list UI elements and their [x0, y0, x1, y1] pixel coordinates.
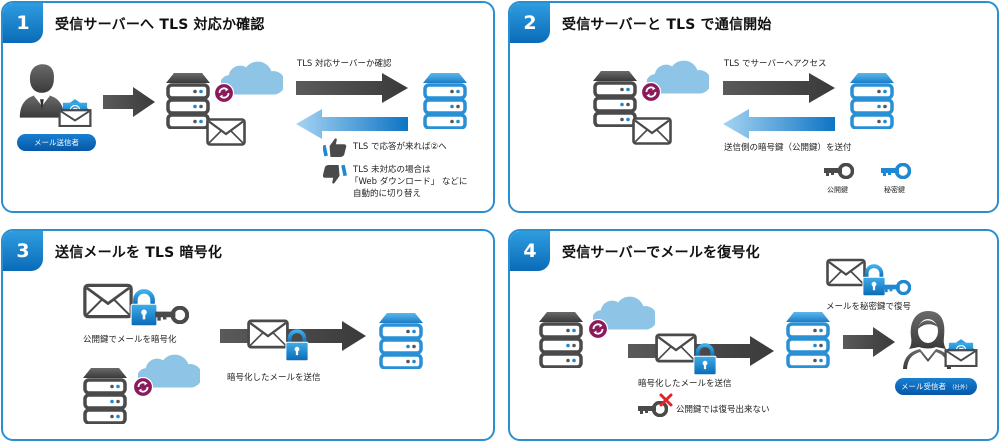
- sync-icon: [588, 319, 608, 339]
- lock-icon: [130, 289, 158, 326]
- arrow-right-dark: [628, 336, 774, 366]
- decrypt-label: メールを秘密鍵で復号: [826, 302, 912, 312]
- server-icon-receiver: [423, 73, 467, 129]
- email-at-icon: [58, 99, 92, 127]
- receiver-label-text: メール受信者: [900, 382, 946, 391]
- arrow-right: [843, 327, 895, 357]
- server-icon-receiver: [850, 73, 894, 129]
- server-icon: [166, 73, 210, 129]
- note-tls-ng-line3: 自動的に切り替え: [353, 189, 422, 199]
- arrow-label-check: TLS 対応サーバーか確認: [297, 59, 392, 69]
- server-icon: [83, 368, 127, 424]
- envelope-icon: [632, 117, 672, 145]
- arrow-left-blue: [296, 109, 408, 139]
- receiver-label-note: （社外）: [948, 384, 971, 391]
- envelope-icon-encrypted: [655, 333, 697, 363]
- envelope-icon-encrypted: [247, 319, 289, 349]
- envelope-icon: [826, 258, 866, 287]
- lock-icon: [285, 329, 309, 361]
- return-label-key: 送信側の暗号鍵（公開鍵）を送付: [724, 143, 852, 153]
- receiver-label: メール受信者（社外）: [895, 378, 977, 395]
- send-encrypted-label: 暗号化したメールを送信: [638, 379, 732, 389]
- server-icon: [539, 312, 583, 368]
- sender-label: メール送信者: [17, 134, 96, 151]
- note-tls-ok: TLS で応答が来れば②へ: [353, 142, 447, 152]
- step-title: 受信サーバーでメールを復号化: [562, 245, 760, 261]
- step-number-badge: 2: [510, 3, 550, 43]
- arrow-left-blue: [723, 109, 835, 139]
- sync-icon: [214, 83, 234, 103]
- step-panel-4: 4 受信サーバーでメールを復号化 暗号化したメールを送信 公開鍵では復号出来ない…: [508, 229, 999, 441]
- email-at-icon: [944, 339, 978, 367]
- arrow-right-dark: [296, 73, 408, 103]
- note-tls-ng-line2: 「Web ダウンロード」 などに: [350, 177, 468, 187]
- public-key-label: 公開鍵: [827, 186, 848, 194]
- thumbs-down-icon: [323, 165, 347, 185]
- step-number-badge: 4: [510, 231, 550, 271]
- step-title: 送信メールを TLS 暗号化: [55, 245, 223, 261]
- note-tls-ng-line1: TLS 未対応の場合は: [353, 165, 431, 175]
- arrow-right-dark: [220, 321, 366, 351]
- arrow-right: [103, 87, 155, 117]
- public-key-icon: [824, 163, 854, 179]
- send-encrypted-label: 暗号化したメールを送信: [227, 373, 321, 383]
- sync-icon: [641, 82, 661, 102]
- step-panel-3: 3 送信メールを TLS 暗号化 公開鍵でメールを暗号化 暗号化したメールを送信: [1, 229, 495, 441]
- envelope-icon: [206, 118, 246, 146]
- private-key-icon: [883, 280, 911, 295]
- encrypt-label: 公開鍵でメールを暗号化: [83, 335, 177, 345]
- sync-icon: [133, 377, 153, 397]
- cross-icon: [659, 393, 673, 407]
- lock-icon: [693, 343, 717, 375]
- step-title: 受信サーバーへ TLS 対応か確認: [55, 17, 265, 33]
- step-number-badge: 1: [3, 3, 43, 43]
- step-title: 受信サーバーと TLS で通信開始: [562, 17, 772, 33]
- arrow-label-access: TLS でサーバーへアクセス: [724, 59, 827, 69]
- step-number-badge: 3: [3, 231, 43, 271]
- step-panel-1: 1 受信サーバーへ TLS 対応か確認 メール送信者 TLS 対応サーバーか確認…: [1, 1, 495, 213]
- server-icon-receiver: [786, 312, 830, 368]
- private-key-icon: [881, 163, 911, 179]
- public-key-icon: [155, 306, 189, 324]
- server-icon-receiver: [379, 313, 423, 369]
- step-panel-2: 2 受信サーバーと TLS で通信開始 TLS でサーバーへアクセス 送信側の暗…: [508, 1, 999, 213]
- private-key-label: 秘密鍵: [884, 186, 905, 194]
- thumbs-up-icon: [323, 137, 347, 157]
- arrow-right-dark: [723, 73, 835, 103]
- server-icon: [593, 71, 637, 127]
- envelope-icon: [83, 283, 133, 319]
- cannot-decrypt-label: 公開鍵では復号出来ない: [676, 405, 770, 415]
